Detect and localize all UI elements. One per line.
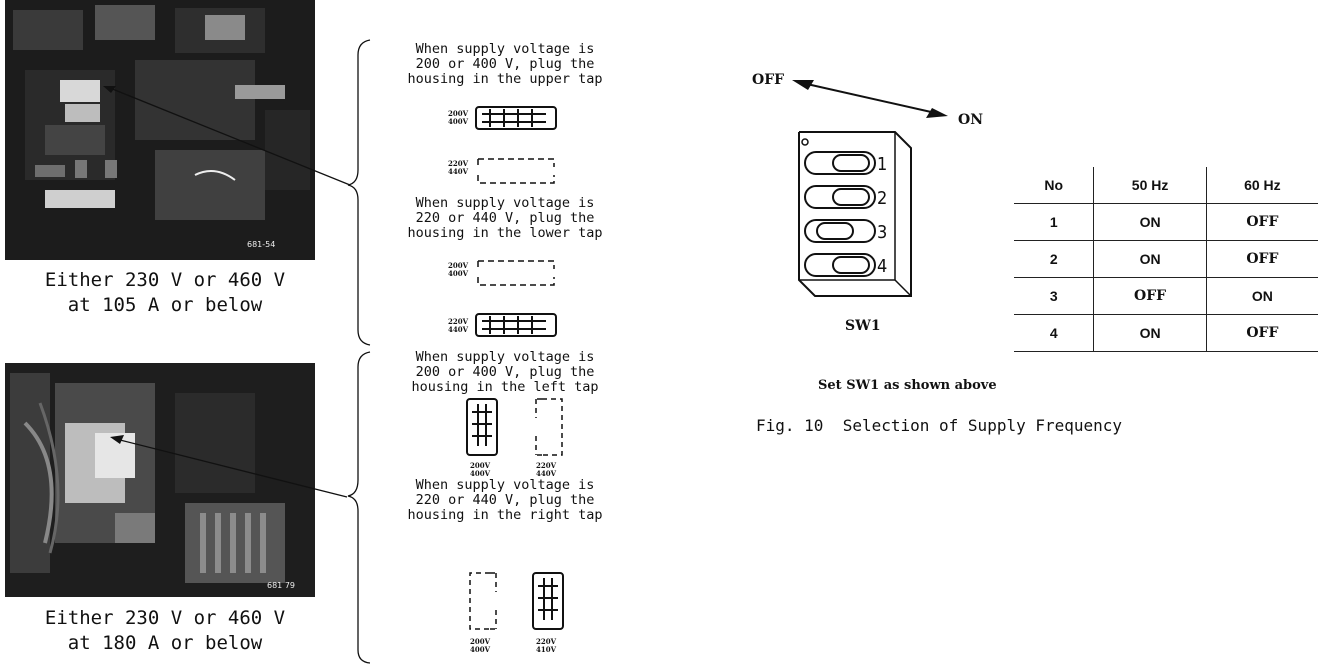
tap-label-220-440: 220V 440V	[448, 160, 468, 176]
instruction-line: When supply voltage is	[380, 42, 630, 57]
instruction-line: 200 or 400 V, plug the	[380, 365, 630, 380]
instruction-line: housing in the left tap	[380, 380, 630, 395]
table-cell: ON	[1094, 315, 1206, 352]
instruction-lower-tap: When supply voltage is 220 or 440 V, plu…	[380, 196, 630, 241]
tap-label-200-400: 200V 400V	[470, 638, 490, 654]
table-row: 1 ON OFF	[1014, 204, 1318, 241]
table-cell: OFF	[1206, 204, 1318, 241]
switch-note: Set SW1 as shown above	[818, 378, 997, 393]
table-cell: OFF	[1206, 241, 1318, 278]
table-cell: OFF	[1206, 315, 1318, 352]
voltage-label: 410V	[536, 646, 556, 654]
instruction-line: When supply voltage is	[380, 350, 630, 365]
instruction-line: housing in the right tap	[380, 508, 630, 523]
switch-position-label: 4	[877, 256, 887, 277]
left-tap-plugged-icon	[464, 396, 502, 460]
instruction-line: 220 or 440 V, plug the	[380, 493, 630, 508]
upper-tap-empty-icon	[474, 257, 562, 289]
sw1-dip-switch: 1 2 3 4	[795, 128, 915, 300]
switch-name: SW1	[845, 318, 881, 334]
tap-label-220-440: 220V 440V	[536, 462, 556, 478]
table-row: 4 ON OFF	[1014, 315, 1318, 352]
voltage-label: 400V	[448, 270, 468, 278]
leader-lines	[0, 0, 420, 664]
lower-tap-plugged-icon	[474, 312, 562, 340]
table-header-cell: 50 Hz	[1094, 167, 1206, 204]
table-cell: 1	[1014, 204, 1094, 241]
instruction-line: When supply voltage is	[380, 196, 630, 211]
voltage-label: 400V	[470, 646, 490, 654]
right-tap-plugged-icon	[530, 570, 568, 634]
table-cell: ON	[1094, 204, 1206, 241]
tap-label-220-410: 220V 410V	[536, 638, 556, 654]
table-cell: 4	[1014, 315, 1094, 352]
switch-position-label: 3	[877, 222, 887, 243]
table-row: 2 ON OFF	[1014, 241, 1318, 278]
frequency-table: No 50 Hz 60 Hz 1 ON OFF 2 ON OFF 3 OFF O…	[1014, 167, 1318, 352]
table-row: 3 OFF ON	[1014, 278, 1318, 315]
table-header-row: No 50 Hz 60 Hz	[1014, 167, 1318, 204]
tap-label-220-440: 220V 440V	[448, 318, 468, 334]
off-label: OFF	[752, 72, 784, 88]
voltage-label: 440V	[448, 326, 468, 334]
instruction-line: When supply voltage is	[380, 478, 630, 493]
instruction-line: 220 or 440 V, plug the	[380, 211, 630, 226]
tap-label-200-400: 200V 400V	[448, 262, 468, 278]
instruction-line: 200 or 400 V, plug the	[380, 57, 630, 72]
instruction-line: housing in the lower tap	[380, 226, 630, 241]
table-cell: ON	[1206, 278, 1318, 315]
instruction-right-tap: When supply voltage is 220 or 440 V, plu…	[380, 478, 630, 523]
tap-label-200-400: 200V 400V	[470, 462, 490, 478]
table-header-cell: 60 Hz	[1206, 167, 1318, 204]
table-cell: 2	[1014, 241, 1094, 278]
switch-position-label: 1	[877, 154, 887, 175]
table-cell: ON	[1094, 241, 1206, 278]
table-cell: OFF	[1094, 278, 1206, 315]
voltage-label: 440V	[448, 168, 468, 176]
left-tap-empty-icon	[464, 570, 502, 634]
upper-tap-plugged-icon	[474, 105, 562, 133]
lower-tap-empty-icon	[474, 155, 562, 187]
table-header-cell: No	[1014, 167, 1094, 204]
instruction-upper-tap: When supply voltage is 200 or 400 V, plu…	[380, 42, 630, 87]
figure-caption: Fig. 10 Selection of Supply Frequency	[756, 416, 1122, 435]
right-tap-empty-icon	[530, 396, 568, 460]
instruction-left-tap: When supply voltage is 200 or 400 V, plu…	[380, 350, 630, 395]
voltage-label: 400V	[448, 118, 468, 126]
tap-label-200-400: 200V 400V	[448, 110, 468, 126]
switch-position-label: 2	[877, 188, 887, 209]
off-on-arrow	[790, 74, 970, 124]
instruction-line: housing in the upper tap	[380, 72, 630, 87]
table-cell: 3	[1014, 278, 1094, 315]
